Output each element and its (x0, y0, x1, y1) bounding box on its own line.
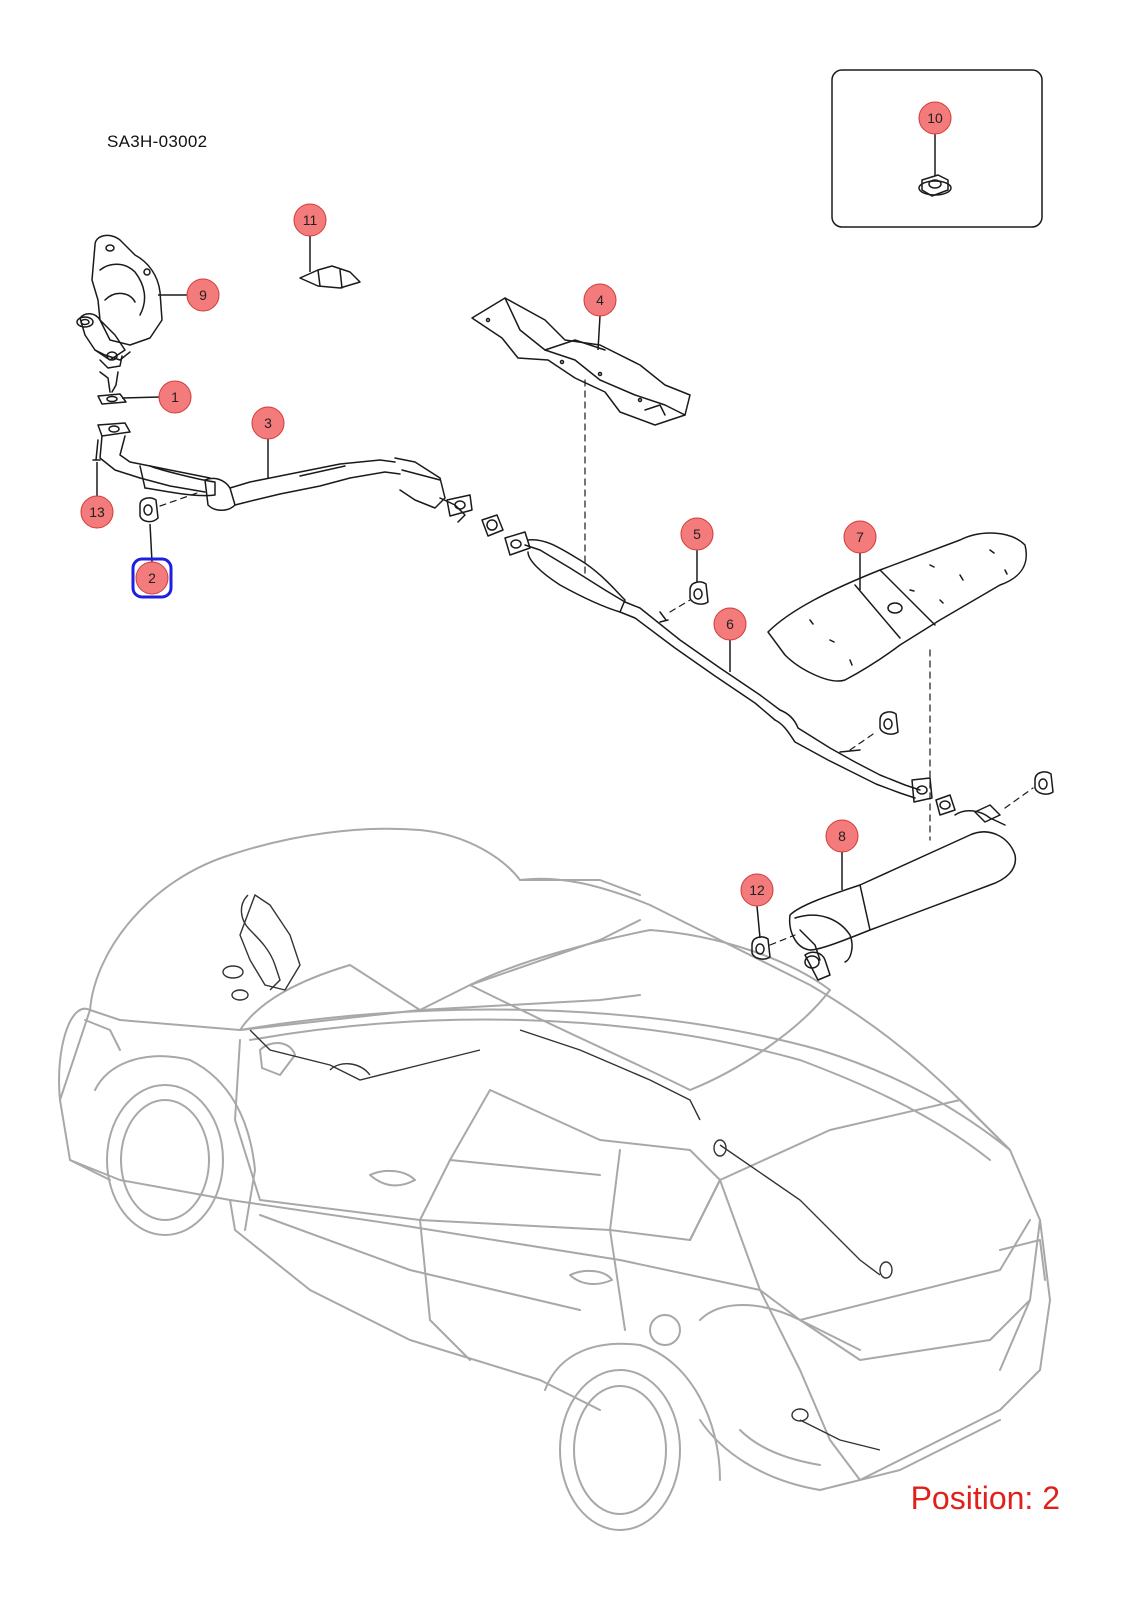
callout-10[interactable]: 10 (918, 101, 952, 176)
callout-marker[interactable] (918, 101, 952, 135)
part-hanger-12 (751, 936, 771, 960)
callout-marker[interactable] (158, 380, 192, 414)
inset-box (831, 69, 1043, 228)
part-bracket-11 (299, 265, 361, 289)
callout-9[interactable]: 9 (158, 278, 220, 312)
callout-marker[interactable] (713, 607, 747, 641)
callout-5[interactable]: 5 (680, 517, 714, 582)
part-bolt-13 (92, 439, 101, 461)
callout-11[interactable]: 11 (293, 203, 327, 272)
callout-marker[interactable] (186, 278, 220, 312)
callout-number: 12 (749, 882, 765, 898)
callout-number: 3 (264, 415, 272, 431)
callout-marker[interactable] (135, 561, 169, 595)
callout-1[interactable]: 1 (121, 380, 192, 414)
assembly-guide-lines (159, 379, 1034, 946)
callout-number: 10 (927, 110, 943, 126)
part-hanger-rear (879, 711, 1054, 795)
callout-number: 11 (303, 212, 318, 228)
callout-6[interactable]: 6 (713, 607, 747, 672)
vehicle-outline (58, 827, 1051, 1531)
callout-leader-line (121, 396, 161, 399)
part-heat-shield-rear (767, 532, 1027, 682)
part-gasket-rear (935, 794, 956, 816)
callout-number: 7 (856, 529, 864, 545)
callout-marker[interactable] (680, 517, 714, 551)
part-gasket-mid (481, 514, 504, 537)
exhaust-parts (76, 174, 1054, 981)
callout-number: 1 (171, 389, 179, 405)
callout-marker[interactable] (740, 873, 774, 907)
callout-leader-line (756, 905, 761, 939)
callout-number: 2 (148, 570, 156, 586)
callout-13[interactable]: 13 (80, 462, 114, 529)
callout-marker[interactable] (80, 495, 114, 529)
callout-number: 8 (838, 828, 846, 844)
diagram-code: SA3H-03002 (107, 132, 208, 151)
callout-8[interactable]: 8 (825, 819, 859, 890)
callout-marker[interactable] (293, 203, 327, 237)
callout-3[interactable]: 3 (251, 406, 285, 478)
callout-marker[interactable] (843, 520, 877, 554)
callout-number: 5 (693, 526, 701, 542)
part-rear-muffler (788, 804, 1017, 981)
part-center-pipe (504, 531, 933, 803)
callout-leader-line (149, 523, 153, 563)
callout-number: 4 (596, 292, 604, 308)
callout-7[interactable]: 7 (843, 520, 877, 590)
callout-4[interactable]: 4 (583, 283, 617, 351)
part-hanger-2 (139, 497, 159, 523)
installed-exhaust-view (222, 893, 893, 1451)
selected-callout-highlight (131, 557, 173, 599)
callout-2[interactable]: 2 (131, 523, 173, 599)
part-front-pipe (97, 422, 473, 523)
callout-marker[interactable] (251, 406, 285, 440)
part-gasket-1 (97, 371, 127, 405)
callout-number: 13 (89, 504, 105, 520)
part-hanger-5 (689, 581, 709, 605)
callout-leader-line (597, 315, 601, 351)
callout-marker[interactable] (583, 283, 617, 317)
callout-12[interactable]: 12 (740, 873, 774, 939)
part-heat-shield-center (471, 297, 691, 426)
callout-marker[interactable] (825, 819, 859, 853)
position-label: Position: 2 (910, 1480, 1060, 1516)
callout-number: 9 (199, 287, 207, 303)
part-exhaust-manifold (76, 234, 163, 369)
callout-number: 6 (726, 616, 734, 632)
part-flange-nut-10 (918, 174, 952, 197)
